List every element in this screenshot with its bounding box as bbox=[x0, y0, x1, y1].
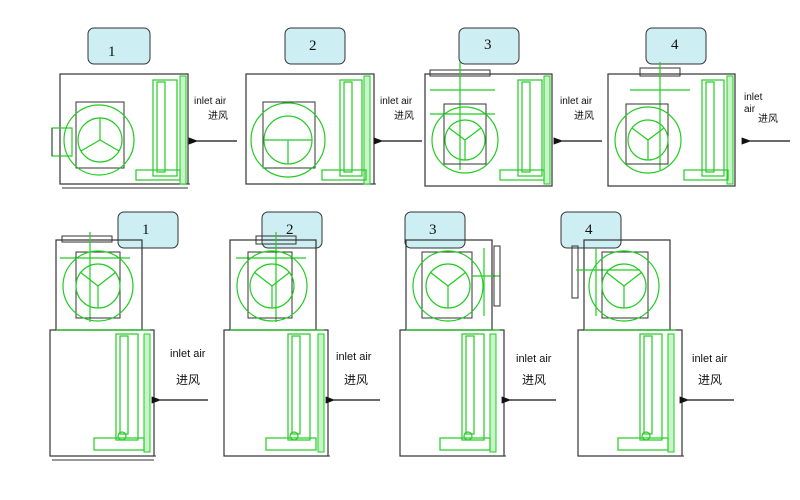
top-4-label-cn: 进风 bbox=[758, 113, 778, 125]
top-2-label-cn: 进风 bbox=[394, 110, 414, 122]
bottom-unit-3: 3 inlet air 进风 bbox=[399, 211, 556, 457]
top-unit-3: 3 inlet air 进风 bbox=[424, 27, 602, 187]
top-badge-2-text: 2 bbox=[309, 38, 317, 54]
top-unit-2: 2 inlet air 进风 bbox=[245, 27, 422, 185]
bottom-1-label-en: inlet air bbox=[170, 348, 206, 360]
bottom-badge-2-text: 2 bbox=[286, 222, 294, 238]
bottom-unit-4: 4 inlet air 进风 bbox=[560, 211, 734, 457]
bottom-1-label-cn: 进风 bbox=[176, 373, 200, 387]
top-unit-1: 1 inlet air 进风 bbox=[51, 27, 237, 189]
top-unit-4: 4 inlet air 进风 bbox=[607, 27, 790, 187]
top-badge-1-text: 1 bbox=[108, 44, 116, 60]
bottom-badge-4-text: 4 bbox=[585, 222, 593, 238]
bottom-3-label-en: inlet air bbox=[516, 353, 552, 365]
bottom-badge-3-text: 3 bbox=[429, 222, 437, 238]
top-1-label-en: inlet air bbox=[194, 96, 227, 107]
bottom-2-label-en: inlet air bbox=[336, 351, 372, 363]
bottom-4-label-cn: 进风 bbox=[698, 373, 722, 387]
top-badge-4-text: 4 bbox=[671, 37, 679, 53]
top-4-label-en: inlet bbox=[744, 92, 763, 103]
bottom-unit-2: 2 inlet air 进风 bbox=[223, 211, 380, 457]
bottom-badge-1-text: 1 bbox=[142, 222, 150, 238]
bottom-4-label-en: inlet air bbox=[692, 353, 728, 365]
top-1-label-cn: 进风 bbox=[208, 110, 228, 122]
top-badge-3-text: 3 bbox=[484, 37, 492, 53]
top-2-label-en: inlet air bbox=[380, 96, 413, 107]
bottom-2-label-cn: 进风 bbox=[344, 373, 368, 387]
bottom-3-label-cn: 进风 bbox=[522, 373, 546, 387]
top-badge-1 bbox=[87, 27, 151, 65]
top-3-label-en: inlet air bbox=[560, 96, 593, 107]
bottom-unit-1: 1 inlet air 进风 bbox=[49, 211, 208, 461]
top-3-label-cn: 进风 bbox=[574, 110, 594, 122]
top-4-label-en2: air bbox=[744, 104, 756, 115]
